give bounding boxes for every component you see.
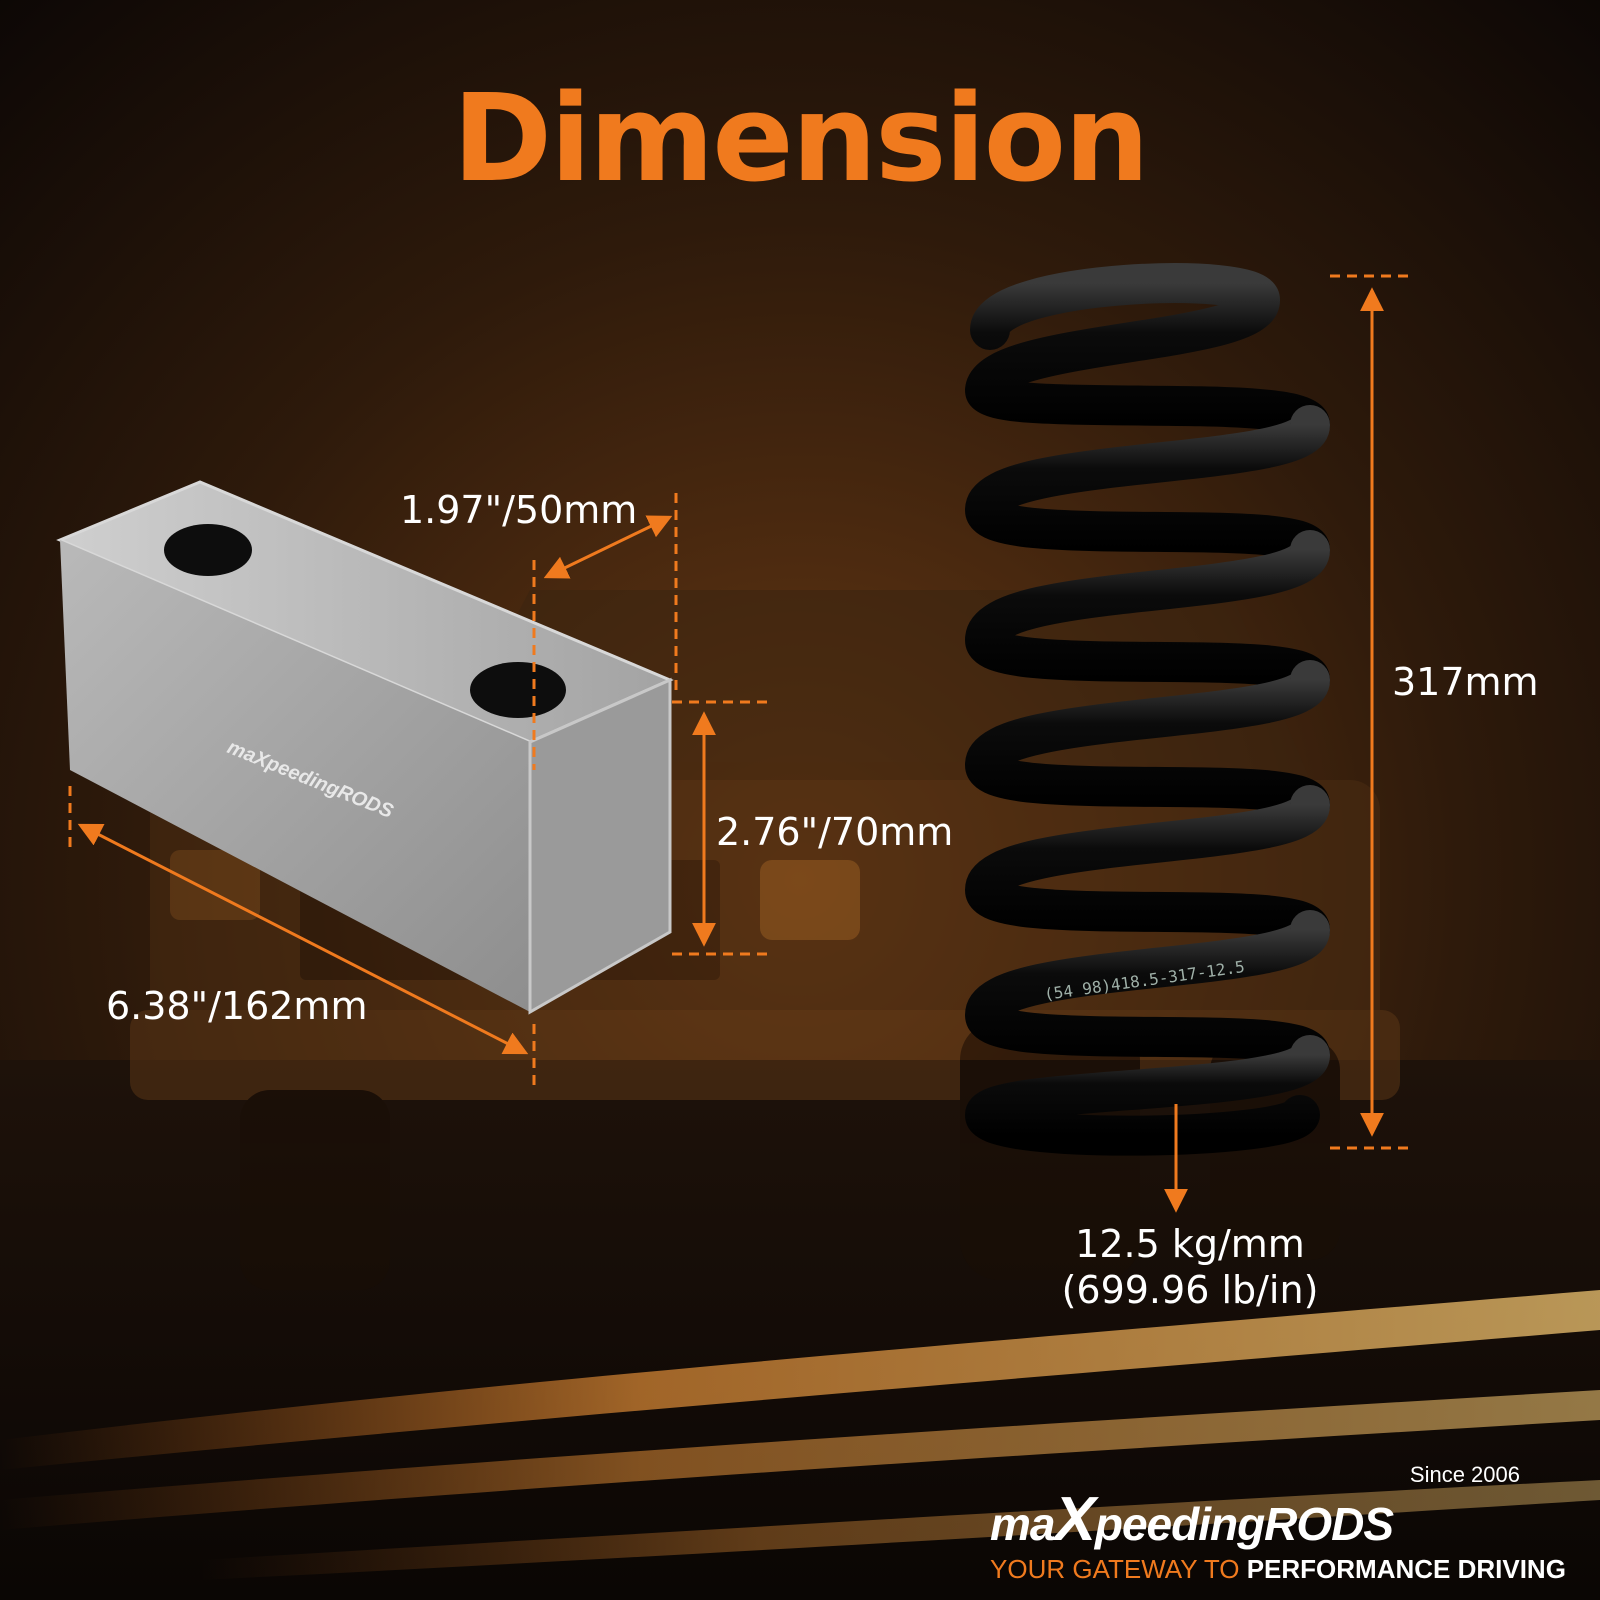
brand-tagline: YOUR GATEWAY TO PERFORMANCE DRIVING: [990, 1554, 1566, 1585]
block-hole-2: [470, 662, 566, 718]
spring-rate-imperial-label: (699.96 lb/in): [1061, 1268, 1319, 1312]
brand-logo-suffix: peedingRODS: [1094, 1498, 1394, 1550]
brand-logo-prefix: ma: [990, 1498, 1055, 1550]
brand-wordmark: maXpeedingRODS: [990, 1484, 1394, 1555]
brand-logo: Since 2006 maXpeedingRODS YOUR GATEWAY T…: [990, 1462, 1566, 1584]
light-streaks: [0, 1290, 1600, 1580]
block-width-label: 1.97"/50mm: [400, 488, 638, 532]
spring-height-label: 317mm: [1392, 660, 1539, 704]
dimension-lines: [68, 274, 1414, 1213]
page-title: Dimension: [452, 70, 1149, 209]
tagline-light: YOUR GATEWAY TO: [990, 1554, 1247, 1584]
length-arrow: [77, 823, 529, 1055]
block-hole-1: [164, 524, 252, 576]
block-height-label: 2.76"/70mm: [716, 810, 954, 854]
spring-rate-metric-label: 12.5 kg/mm: [1075, 1222, 1305, 1266]
width-arrow: [543, 515, 673, 579]
tagline-bold: PERFORMANCE DRIVING: [1246, 1554, 1566, 1584]
block-length-label: 6.38"/162mm: [106, 984, 368, 1028]
brand-logo-x: X: [1054, 1485, 1095, 1554]
brand-since: Since 2006: [1409, 1462, 1520, 1487]
